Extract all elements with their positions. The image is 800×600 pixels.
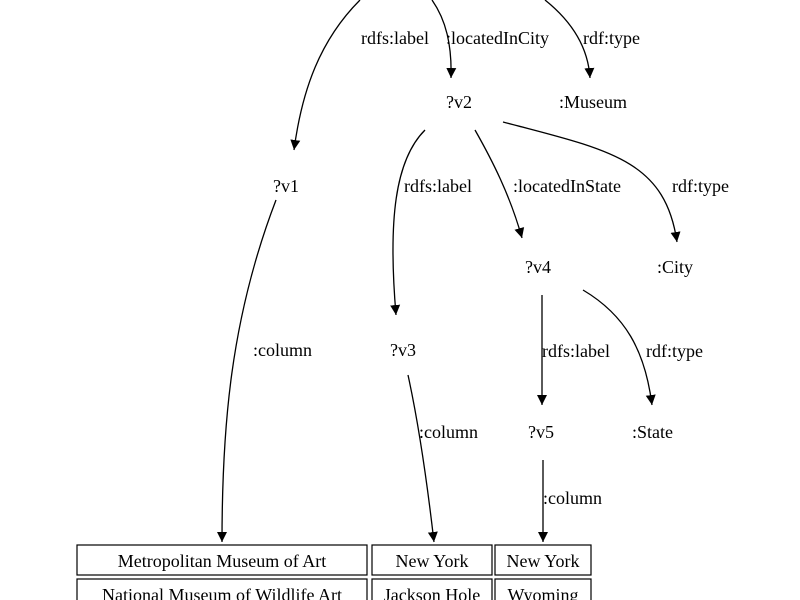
node-v5: ?v5 [528, 422, 554, 442]
table-cell: National Museum of Wildlife Art [102, 585, 342, 600]
node-v2: ?v2 [446, 92, 472, 112]
edge-v2-to-v4 [474, 129, 525, 239]
edge-label-v2-label: rdfs:label [404, 176, 472, 196]
edge-label-v2-located-in-state: :locatedInState [513, 176, 621, 196]
node-museum: :Museum [559, 92, 627, 112]
table-cell: New York [506, 551, 579, 571]
table-row: National Museum of Wildlife Art Jackson … [76, 578, 592, 600]
data-table: Metropolitan Museum of Art New York New … [76, 544, 592, 600]
edge-root-to-v2 [431, 0, 457, 79]
edge-label-root-located-in-city: :locatedInCity [446, 28, 549, 48]
node-city: :City [657, 257, 693, 277]
edge-root-to-museum [544, 0, 595, 79]
node-v1: ?v1 [273, 176, 299, 196]
node-v3: ?v3 [390, 340, 416, 360]
table-row: Metropolitan Museum of Art New York New … [76, 544, 592, 576]
node-v4: ?v4 [525, 257, 551, 277]
table-cell-box [494, 544, 592, 576]
edge-label-root-type: rdf:type [583, 28, 640, 48]
table-cell-box [371, 578, 493, 600]
table-cell: Wyoming [508, 585, 579, 600]
edge-label-v3-column: :column [419, 422, 478, 442]
table-cell-box [371, 544, 493, 576]
table-cell-box [76, 578, 368, 600]
table-cell: New York [395, 551, 468, 571]
edge-v4-to-state [582, 289, 656, 406]
edge-label-v5-column: :column [543, 488, 602, 508]
table-cell-box [494, 578, 592, 600]
edge-label-root-label: rdfs:label [361, 28, 429, 48]
edge-v2-to-city [502, 121, 681, 243]
table-cell: Metropolitan Museum of Art [118, 551, 326, 571]
table-cell-box [76, 544, 368, 576]
node-state: :State [632, 422, 673, 442]
edge-v1-to-table [217, 199, 277, 543]
edge-v2-to-v3 [390, 129, 426, 316]
edge-v3-to-table [407, 374, 438, 543]
table-cell: Jackson Hole [384, 585, 480, 600]
edge-label-v2-type: rdf:type [672, 176, 729, 196]
edge-label-v1-column: :column [253, 340, 312, 360]
edge-label-v4-label: rdfs:label [542, 341, 610, 361]
edge-root-to-v1 [290, 0, 361, 151]
edge-label-v4-type: rdf:type [646, 341, 703, 361]
